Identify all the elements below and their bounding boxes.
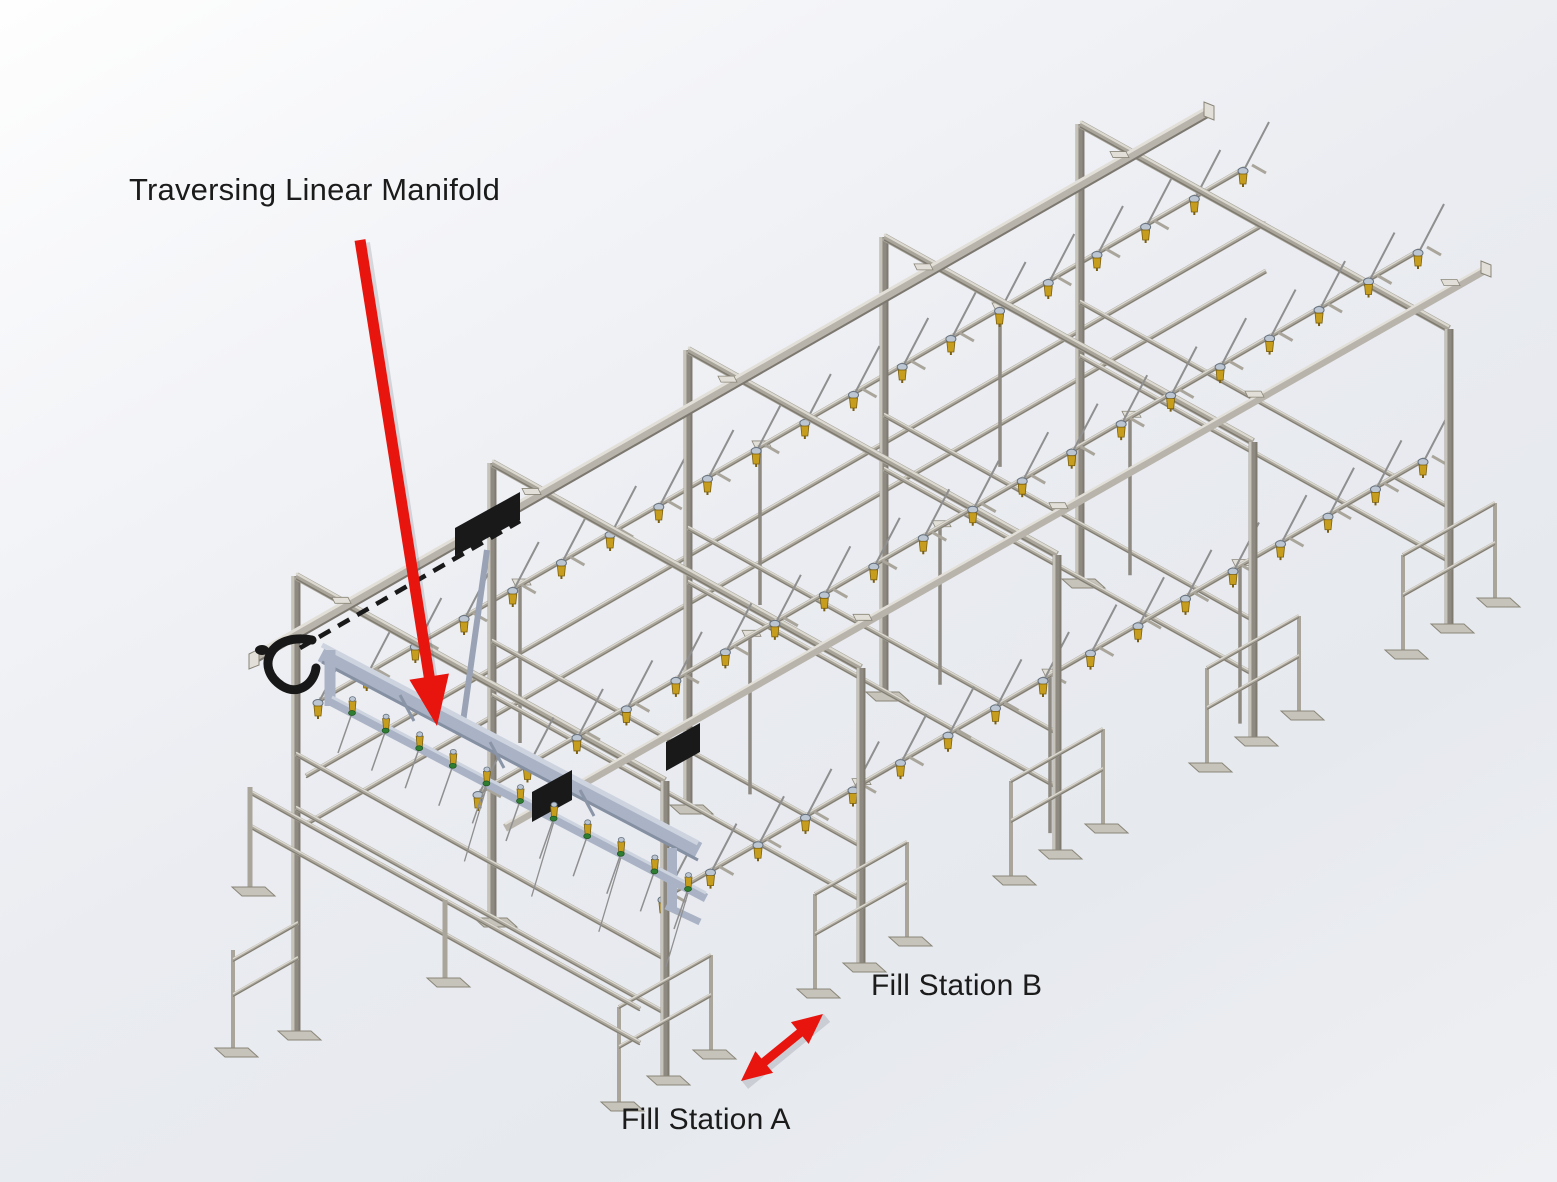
- near-posts-and-fences: [599, 329, 1522, 1112]
- valve-row-rear: [312, 121, 1270, 743]
- valve-row-front: [657, 412, 1450, 943]
- annotation-arrows: [354, 239, 831, 1089]
- valve-row-middle: [472, 203, 1445, 811]
- label-fill-station-a: Fill Station A: [621, 1103, 791, 1136]
- front-fences: [213, 787, 642, 1058]
- traverse-rail-b: [503, 260, 1492, 832]
- traversing-linear-manifold: [255, 492, 709, 968]
- label-traversing-linear-manifold: Traversing Linear Manifold: [129, 172, 501, 207]
- label-fill-station-b: Fill Station B: [871, 969, 1043, 1002]
- fill-station-double-arrow: [741, 1014, 823, 1081]
- far-side-rails: [304, 220, 1268, 827]
- manifold-pointer-arrow: [354, 239, 449, 726]
